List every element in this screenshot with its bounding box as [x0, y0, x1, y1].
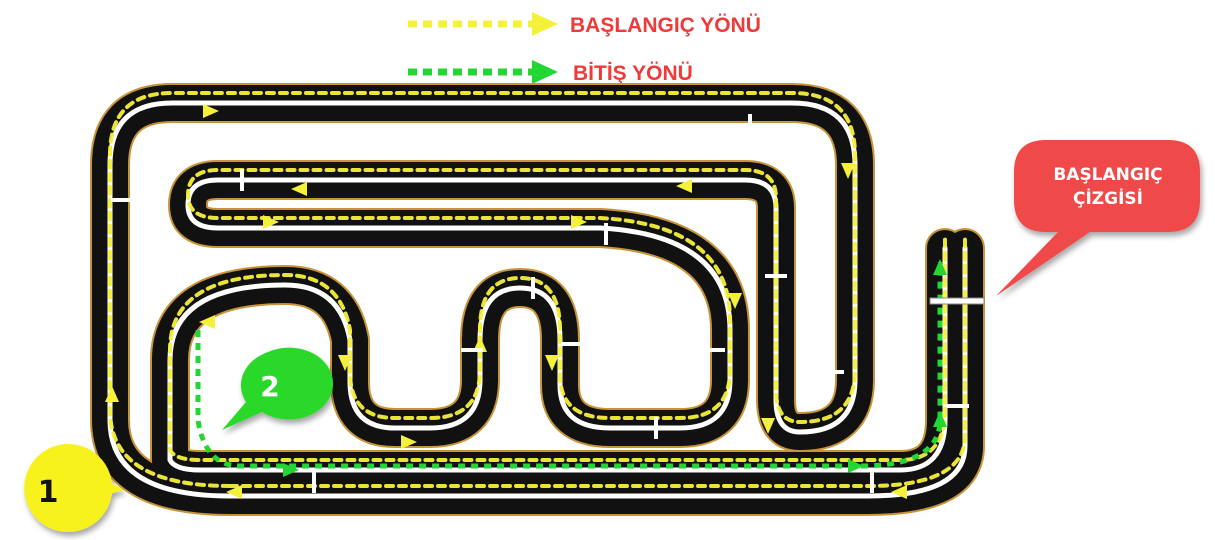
section-mark [765, 274, 787, 278]
legend-start-direction: BAŞLANGIÇ YÖNÜ [408, 12, 761, 37]
section-mark [531, 277, 535, 299]
section-mark [461, 348, 483, 352]
legend: BAŞLANGIÇ YÖNÜ BİTİŞ YÖNÜ [408, 12, 761, 85]
section-mark [947, 404, 969, 408]
finish-direction-label: BİTİŞ YÖNÜ [573, 62, 693, 85]
start-line-callout [996, 140, 1200, 296]
track-layers [105, 93, 969, 499]
section-mark [703, 348, 725, 352]
section-mark [111, 198, 133, 202]
start-line-callout-line2: ÇİZGİSİ [1073, 187, 1143, 209]
green-arrow-icon [532, 60, 558, 84]
section-mark [822, 370, 844, 374]
section-mark [312, 471, 316, 493]
section-mark [604, 223, 608, 245]
callout-bubble [996, 140, 1200, 296]
marker-1-label: 1 [38, 475, 59, 510]
start-direction-label: BAŞLANGIÇ YÖNÜ [570, 14, 761, 37]
section-mark [748, 114, 752, 136]
yellow-arrow-icon [532, 12, 558, 36]
start-line-marker [930, 298, 984, 304]
section-mark [561, 342, 583, 346]
start-line-callout-line1: BAŞLANGIÇ [1053, 165, 1162, 185]
section-mark [240, 169, 244, 191]
section-mark [870, 471, 874, 493]
marker-2-label: 2 [260, 370, 279, 403]
start-line [930, 298, 984, 304]
legend-finish-direction: BİTİŞ YÖNÜ [408, 60, 693, 85]
section-mark [654, 417, 658, 439]
